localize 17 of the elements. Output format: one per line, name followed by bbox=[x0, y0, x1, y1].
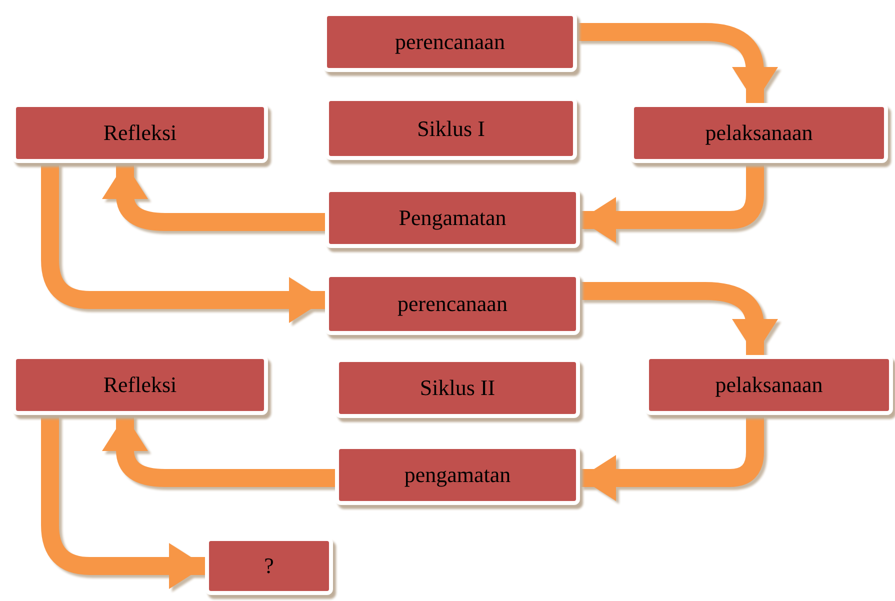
curved-arrow bbox=[41, 163, 325, 323]
curved-arrow bbox=[580, 282, 778, 355]
curved-arrow bbox=[41, 415, 205, 589]
step-label: perencanaan bbox=[395, 28, 505, 56]
step-label: ? bbox=[264, 552, 274, 580]
step-label: pelaksanaan bbox=[705, 119, 813, 147]
step-label: Siklus I bbox=[417, 114, 485, 142]
step-label: Siklus II bbox=[420, 374, 496, 402]
step-label: Refleksi bbox=[103, 371, 177, 399]
step-label: pengamatan bbox=[404, 461, 511, 489]
step-label: Pengamatan bbox=[398, 204, 506, 232]
curved-arrow bbox=[577, 23, 778, 103]
step-label: pelaksanaan bbox=[715, 371, 823, 399]
step-label: Refleksi bbox=[103, 119, 177, 147]
step-label: perencanaan bbox=[398, 290, 508, 318]
curved-arrow bbox=[102, 415, 335, 487]
curved-arrow bbox=[102, 163, 325, 231]
